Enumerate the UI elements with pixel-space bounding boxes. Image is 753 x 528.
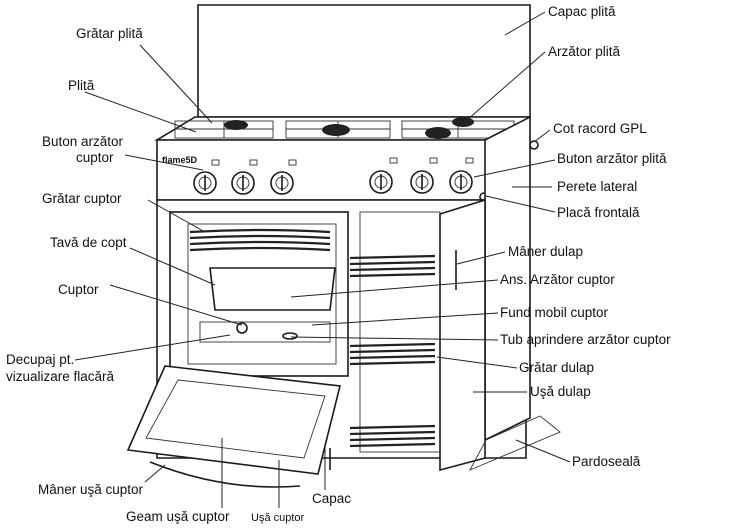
floor [469,415,561,471]
label-maner-dulap: Mâner dulap [508,244,583,259]
label-gratar-plita: Grătar plită [76,26,143,41]
oven-bottom [199,321,331,343]
labels: Capac plită Grătar plită Arzător plită P… [6,4,671,524]
label-fund-mobil-cuptor: Fund mobil cuptor [500,305,609,320]
label-plita: Plită [68,78,95,93]
label-arzator-plita: Arzător plită [548,44,621,59]
knob[interactable] [369,157,398,194]
label-usa-dulap: Uşă dulap [530,384,591,399]
label-buton-arzator-plita: Buton arzător plită [557,151,667,166]
oven-rack [189,228,331,252]
label-geam-usa-cuptor: Geam uşă cuptor [126,509,230,524]
label-decupaj-2: vizualizare flacără [6,369,115,384]
label-buton-arzator-cuptor-1: Buton arzător [42,134,124,149]
label-capac: Capac [312,491,351,506]
label-capac-plita: Capac plită [548,4,616,19]
hob-burners [224,117,474,139]
brand-logo: flame5D [162,155,198,165]
label-ans-arzator-cuptor: Ans. Arzător cuptor [500,272,615,287]
control-knobs [193,157,474,195]
cabinet-rack-upper [349,254,436,278]
label-decupaj-1: Decupaj pt. [6,352,74,367]
knob[interactable] [449,157,474,194]
knob[interactable] [410,157,438,194]
label-buton-arzator-cuptor-2: cuptor [76,150,114,165]
oven-door-glass [145,379,326,459]
label-cot-racord-gpl: Cot racord GPL [553,121,647,136]
knob[interactable] [231,159,258,195]
label-placa-frontala: Placă frontală [557,205,640,220]
label-gratar-cuptor: Grătar cuptor [42,191,122,206]
gas-fitting [529,140,539,150]
label-gratar-dulap: Grătar dulap [519,360,594,375]
hob-lid [197,4,531,118]
stove-drawing: flame5D [126,4,561,488]
baking-tray [209,267,336,311]
label-tava-de-copt: Tavă de copt [50,235,127,250]
ignition-tube [282,332,298,340]
cabinet-rack-lower [349,424,436,448]
knob[interactable] [270,159,297,195]
label-tub-aprindere: Tub aprindere arzător cuptor [500,332,671,347]
label-maner-usa-cuptor: Mâner uşă cuptor [38,482,144,497]
oven-door-handle[interactable] [149,461,301,488]
cabinet-rack-middle [349,342,436,366]
oven-door[interactable] [126,365,341,475]
label-cuptor: Cuptor [58,282,99,297]
label-usa-cuptor: Uşă cuptor [251,512,305,524]
cabinet-door[interactable] [439,198,486,472]
label-pardoseala: Pardoseală [572,454,641,469]
leader-lines [74,11,571,508]
oven-burner [236,322,248,334]
knob[interactable] [193,159,220,195]
label-perete-lateral: Perete lateral [557,179,637,194]
